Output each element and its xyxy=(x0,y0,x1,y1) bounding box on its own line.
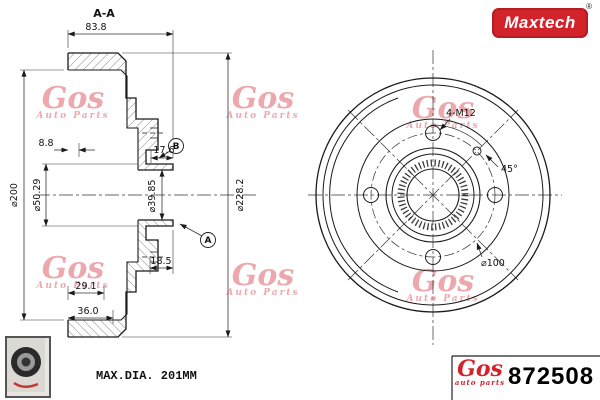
section-top-half xyxy=(67,52,174,171)
datum-b: B xyxy=(173,142,180,152)
section-view: A-A 83.8 8.8 17.6 ⌀200 ⌀50.29 ⌀39.85 ⌀22… xyxy=(9,7,256,338)
watermark-sub: Auto Parts xyxy=(406,294,480,304)
watermark-sub: Auto Parts xyxy=(226,111,300,121)
datum-a: A xyxy=(205,236,212,246)
section-label: A-A xyxy=(93,7,115,20)
dim-depth-2: 36.0 xyxy=(77,306,98,317)
dim-rim-offset: 8.8 xyxy=(38,138,53,149)
bolt-holes xyxy=(363,125,503,265)
dim-depth-1: 29.1 xyxy=(75,281,96,292)
hub-bore xyxy=(406,168,460,222)
drum-lip-arc xyxy=(329,97,399,293)
dim-outer-dia: ⌀228.2 xyxy=(235,179,246,212)
watermark-script: Gos xyxy=(41,81,105,116)
max-dia-note: MAX.DIA. 201MM xyxy=(96,369,197,383)
thumbnail-drum-image xyxy=(7,338,45,392)
watermark-script: Gos xyxy=(41,251,105,286)
dim-hub-protrusion: 17.6 xyxy=(153,145,174,156)
registered-mark-icon: ® xyxy=(586,2,592,11)
gos-logo: Gos auto parts xyxy=(453,358,507,387)
front-leaders xyxy=(439,118,499,258)
watermark-sub: Auto Parts xyxy=(36,111,110,121)
brand-name: Maxtech xyxy=(504,13,576,32)
flange-circle xyxy=(356,118,510,272)
locating-pin-hole xyxy=(472,146,482,156)
dim-inner-dia: ⌀200 xyxy=(9,183,20,207)
section-dimensions xyxy=(20,30,232,338)
angle-arc xyxy=(432,124,483,147)
hub-circle-mid xyxy=(391,153,475,237)
gos-logo-sub: auto parts xyxy=(454,378,506,387)
dim-hub-dia: ⌀50.29 xyxy=(32,179,43,212)
product-thumbnail xyxy=(5,336,51,398)
title-block-rules xyxy=(451,355,600,400)
watermark-script: Gos xyxy=(411,264,475,299)
drum-outer-edge xyxy=(315,77,551,313)
dim-bore-dia: ⌀39.85 xyxy=(147,180,158,213)
dim-bolt-circle-dia: ⌀100 xyxy=(481,258,505,269)
watermark-script: Gos xyxy=(411,91,475,126)
part-number: 872508 xyxy=(508,363,595,390)
front-centerlines xyxy=(308,50,562,345)
section-bottom-half xyxy=(67,219,174,338)
hub-circle-outer xyxy=(385,147,481,243)
gos-logo-script: Gos xyxy=(457,356,503,382)
front-view: 4-M12 45° ⌀100 xyxy=(308,50,562,345)
bearing-knurl-ring xyxy=(397,159,469,231)
watermark-script: Gos xyxy=(231,258,295,293)
bolt-circle xyxy=(370,132,496,258)
watermark-sub: Auto Parts xyxy=(226,288,300,298)
dim-bolt-pattern: 4-M12 xyxy=(446,108,476,119)
drum-rim-edge xyxy=(322,84,544,306)
dim-bolt-angle: 45° xyxy=(501,164,518,175)
dim-hub-depth: 18.5 xyxy=(150,256,171,267)
brand-logo: Maxtech ® xyxy=(492,2,592,38)
watermark-script: Gos xyxy=(231,81,295,116)
dim-overall-width: 83.8 xyxy=(85,22,106,33)
watermark-sub: Auto Parts xyxy=(36,281,110,291)
